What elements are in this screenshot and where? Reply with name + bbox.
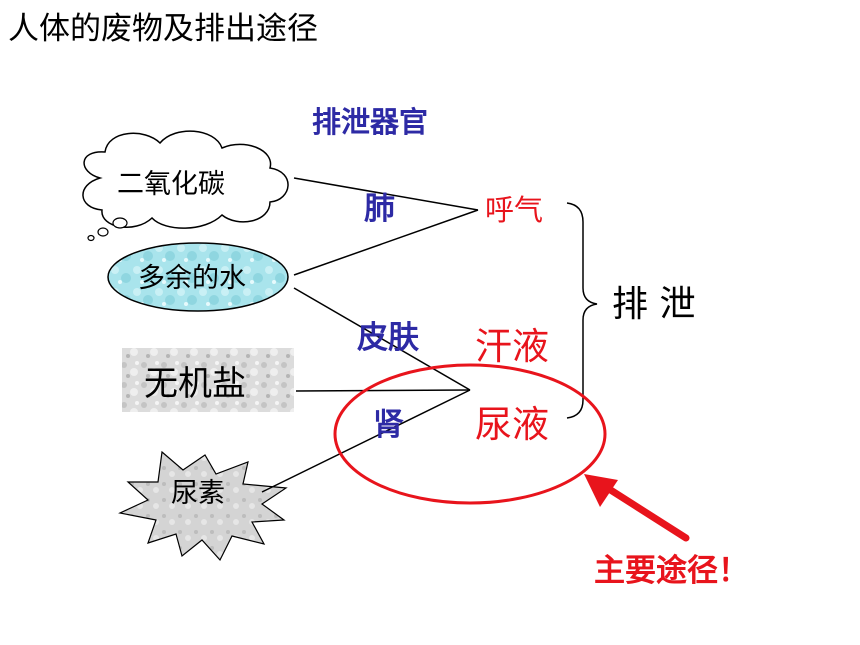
- summary-label: 排 泄: [612, 284, 695, 325]
- route-breath: 呼气: [485, 193, 543, 227]
- waste-co2-label: 二氧化碳: [117, 169, 225, 200]
- main-route-note: 主要途径！: [594, 553, 749, 589]
- organ-skin: 皮肤: [357, 320, 420, 356]
- route-urine: 尿液: [475, 403, 549, 446]
- organ-lung: 肺: [364, 191, 395, 227]
- organ-kidney: 肾: [373, 407, 404, 443]
- waste-urea-label: 尿素: [171, 478, 225, 509]
- waste-water-label: 多余的水: [138, 263, 246, 294]
- co2-cloud: [82, 130, 289, 242]
- main-route-highlight: [333, 363, 607, 505]
- page-title: 人体的废物及排出途径: [8, 11, 318, 47]
- organs-header: 排泄器官: [312, 105, 428, 139]
- salt-box: [122, 348, 294, 412]
- waste-salt-label: 无机盐: [144, 364, 246, 404]
- right-brace: [566, 202, 598, 419]
- arrow-icon: [584, 474, 690, 542]
- connector-lines: [261, 177, 479, 493]
- route-sweat: 汗液: [475, 325, 549, 368]
- water-ellipse: [107, 242, 289, 312]
- urea-starburst: [118, 450, 288, 562]
